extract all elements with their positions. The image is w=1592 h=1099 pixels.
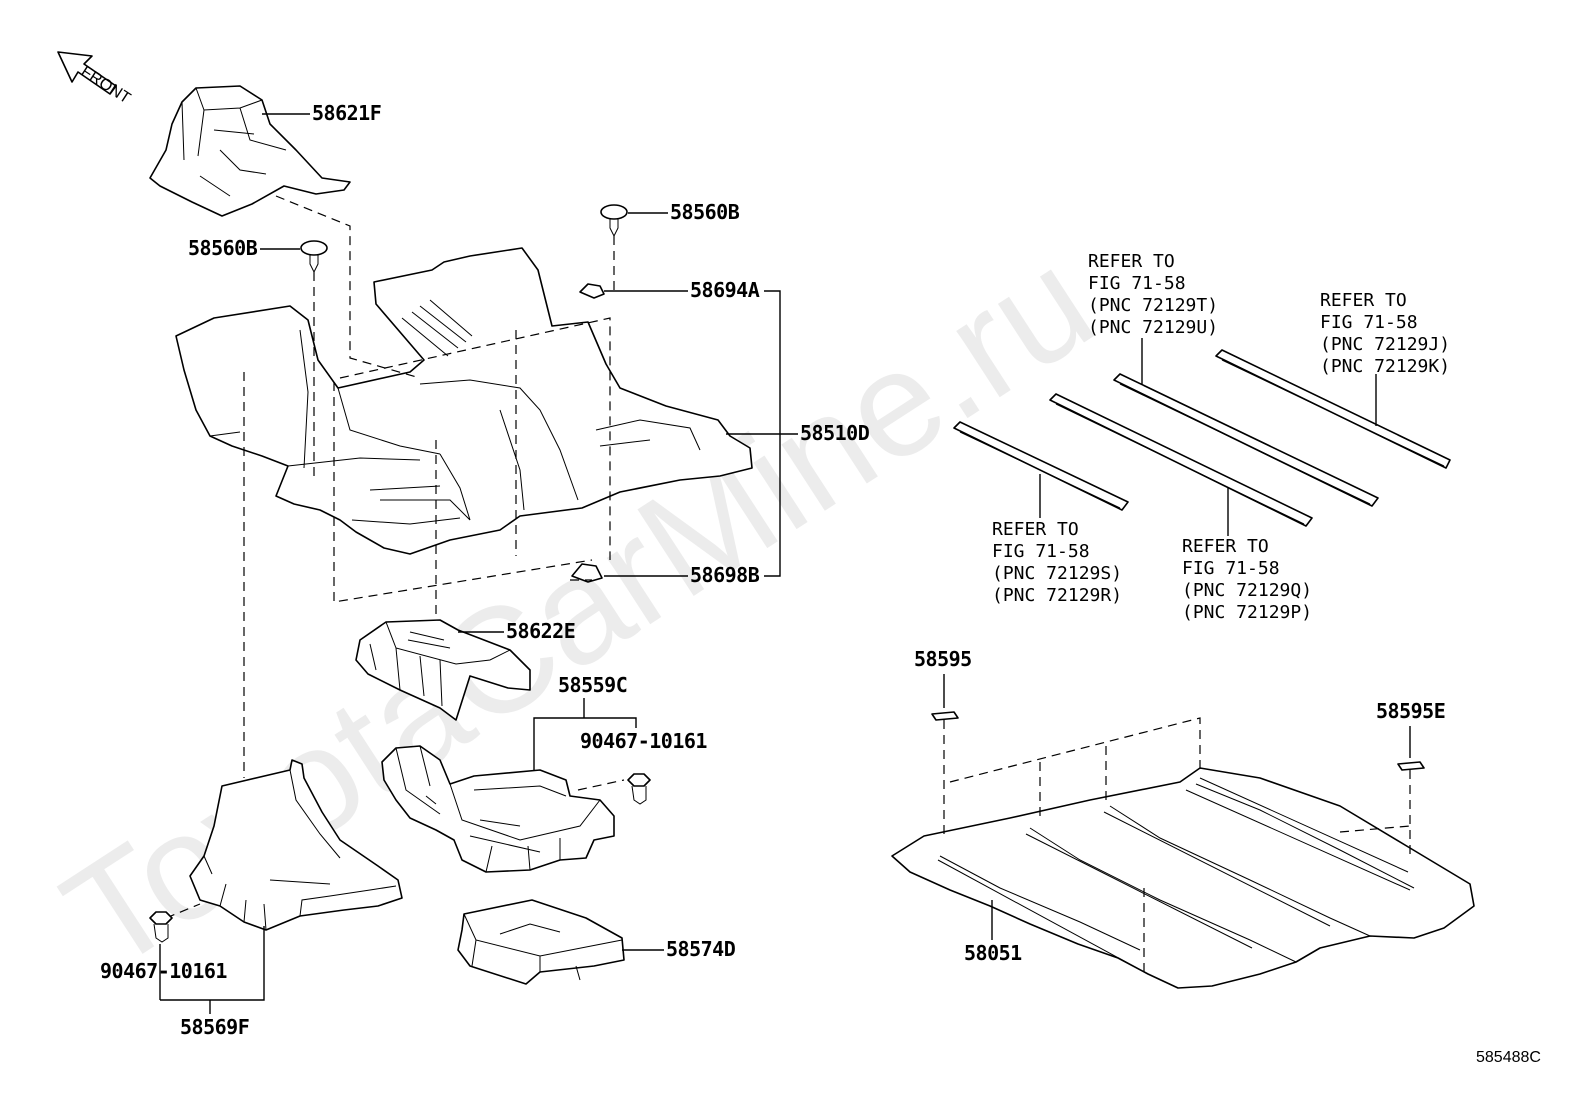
clip-90467-upper: [627, 773, 651, 805]
svg-text:(PNC 72129K): (PNC 72129K): [1320, 356, 1450, 377]
clip-90467-lower: [149, 911, 173, 943]
svg-text:(PNC 72129U): (PNC 72129U): [1088, 317, 1218, 338]
svg-text:REFER TO: REFER TO: [1088, 251, 1175, 272]
label-58698B: 58698B: [690, 563, 760, 587]
label-58595E: 58595E: [1376, 699, 1445, 723]
front-arrow-icon: [57, 51, 117, 95]
label-58559C: 58559C: [558, 673, 627, 697]
svg-text:REFER TO: REFER TO: [992, 519, 1079, 540]
label-58560B-left: 58560B: [188, 236, 258, 260]
front-label: FRONT: [78, 63, 134, 107]
label-58560B-right: 58560B: [670, 200, 740, 224]
ref-72129J-K: REFER TO FIG 71-58 (PNC 72129J) (PNC 721…: [1320, 290, 1450, 377]
part-58569F-shape: [189, 759, 403, 931]
svg-text:(PNC 72129R): (PNC 72129R): [992, 585, 1122, 606]
label-58622E: 58622E: [506, 619, 575, 643]
svg-text:FIG 71-58: FIG 71-58: [1320, 312, 1418, 333]
part-58510D-shape: [175, 247, 753, 555]
part-58622E-shape: [355, 619, 531, 721]
svg-text:REFER TO: REFER TO: [1182, 536, 1269, 557]
label-58595: 58595: [914, 647, 972, 671]
label-58051: 58051: [964, 941, 1022, 965]
assembly-dashed-lines-right: [943, 717, 1411, 974]
part-58621F-shape: [149, 85, 351, 217]
clip-58595E: [1397, 761, 1425, 771]
label-90467-lower: 90467-10161: [100, 959, 227, 983]
assembly-dashed-lines-left: [165, 195, 625, 919]
strip-72129S-R: [953, 421, 1129, 511]
ref-72129Q-P: REFER TO FIG 71-58 (PNC 72129Q) (PNC 721…: [1182, 536, 1312, 623]
svg-text:(PNC 72129T): (PNC 72129T): [1088, 295, 1218, 316]
svg-text:FIG 71-58: FIG 71-58: [1088, 273, 1186, 294]
svg-text:(PNC 72129S): (PNC 72129S): [992, 563, 1122, 584]
svg-text:(PNC 72129J): (PNC 72129J): [1320, 334, 1450, 355]
svg-text:FIG 71-58: FIG 71-58: [1182, 558, 1280, 579]
svg-text:FIG 71-58: FIG 71-58: [992, 541, 1090, 562]
label-58621F: 58621F: [312, 101, 381, 125]
strip-72129T-U: [1113, 373, 1379, 507]
part-58559C-shape: [381, 745, 615, 873]
part-58051-shape: [891, 767, 1475, 989]
label-58569F: 58569F: [180, 1015, 249, 1039]
label-90467-upper: 90467-10161: [580, 729, 707, 753]
svg-text:(PNC 72129P): (PNC 72129P): [1182, 602, 1312, 623]
label-58574D: 58574D: [666, 937, 736, 961]
ref-72129S-R: REFER TO FIG 71-58 (PNC 72129S) (PNC 721…: [992, 519, 1122, 606]
label-58694A: 58694A: [690, 278, 760, 302]
figure-code: 585488C: [1476, 1049, 1541, 1066]
label-58510D: 58510D: [800, 421, 870, 445]
ref-72129T-U: REFER TO FIG 71-58 (PNC 72129T) (PNC 721…: [1088, 251, 1218, 338]
clip-58560B-right: [600, 204, 628, 238]
clip-58595: [931, 711, 959, 721]
strip-72129J-K: [1215, 349, 1451, 469]
svg-text:(PNC 72129Q): (PNC 72129Q): [1182, 580, 1312, 601]
clip-58698B: [571, 563, 603, 583]
clip-58694A: [579, 283, 605, 299]
part-58574D-shape: [457, 899, 625, 985]
strip-72129Q-P: [1049, 393, 1313, 527]
svg-text:REFER TO: REFER TO: [1320, 290, 1407, 311]
clip-58560B-left: [300, 240, 328, 274]
